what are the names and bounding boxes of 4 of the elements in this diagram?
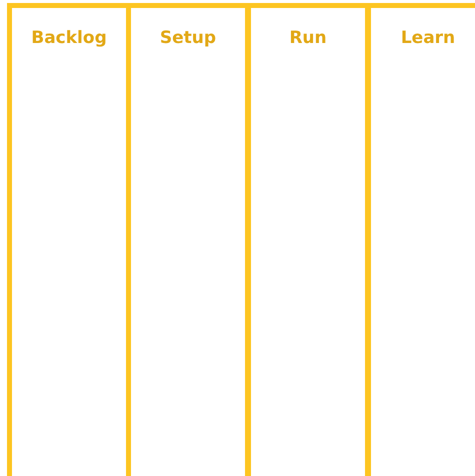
- column-heading: Learn: [400, 28, 456, 50]
- column-heading: Run: [289, 28, 327, 50]
- column-heading: Backlog: [31, 28, 107, 50]
- column-heading: Setup: [160, 28, 216, 50]
